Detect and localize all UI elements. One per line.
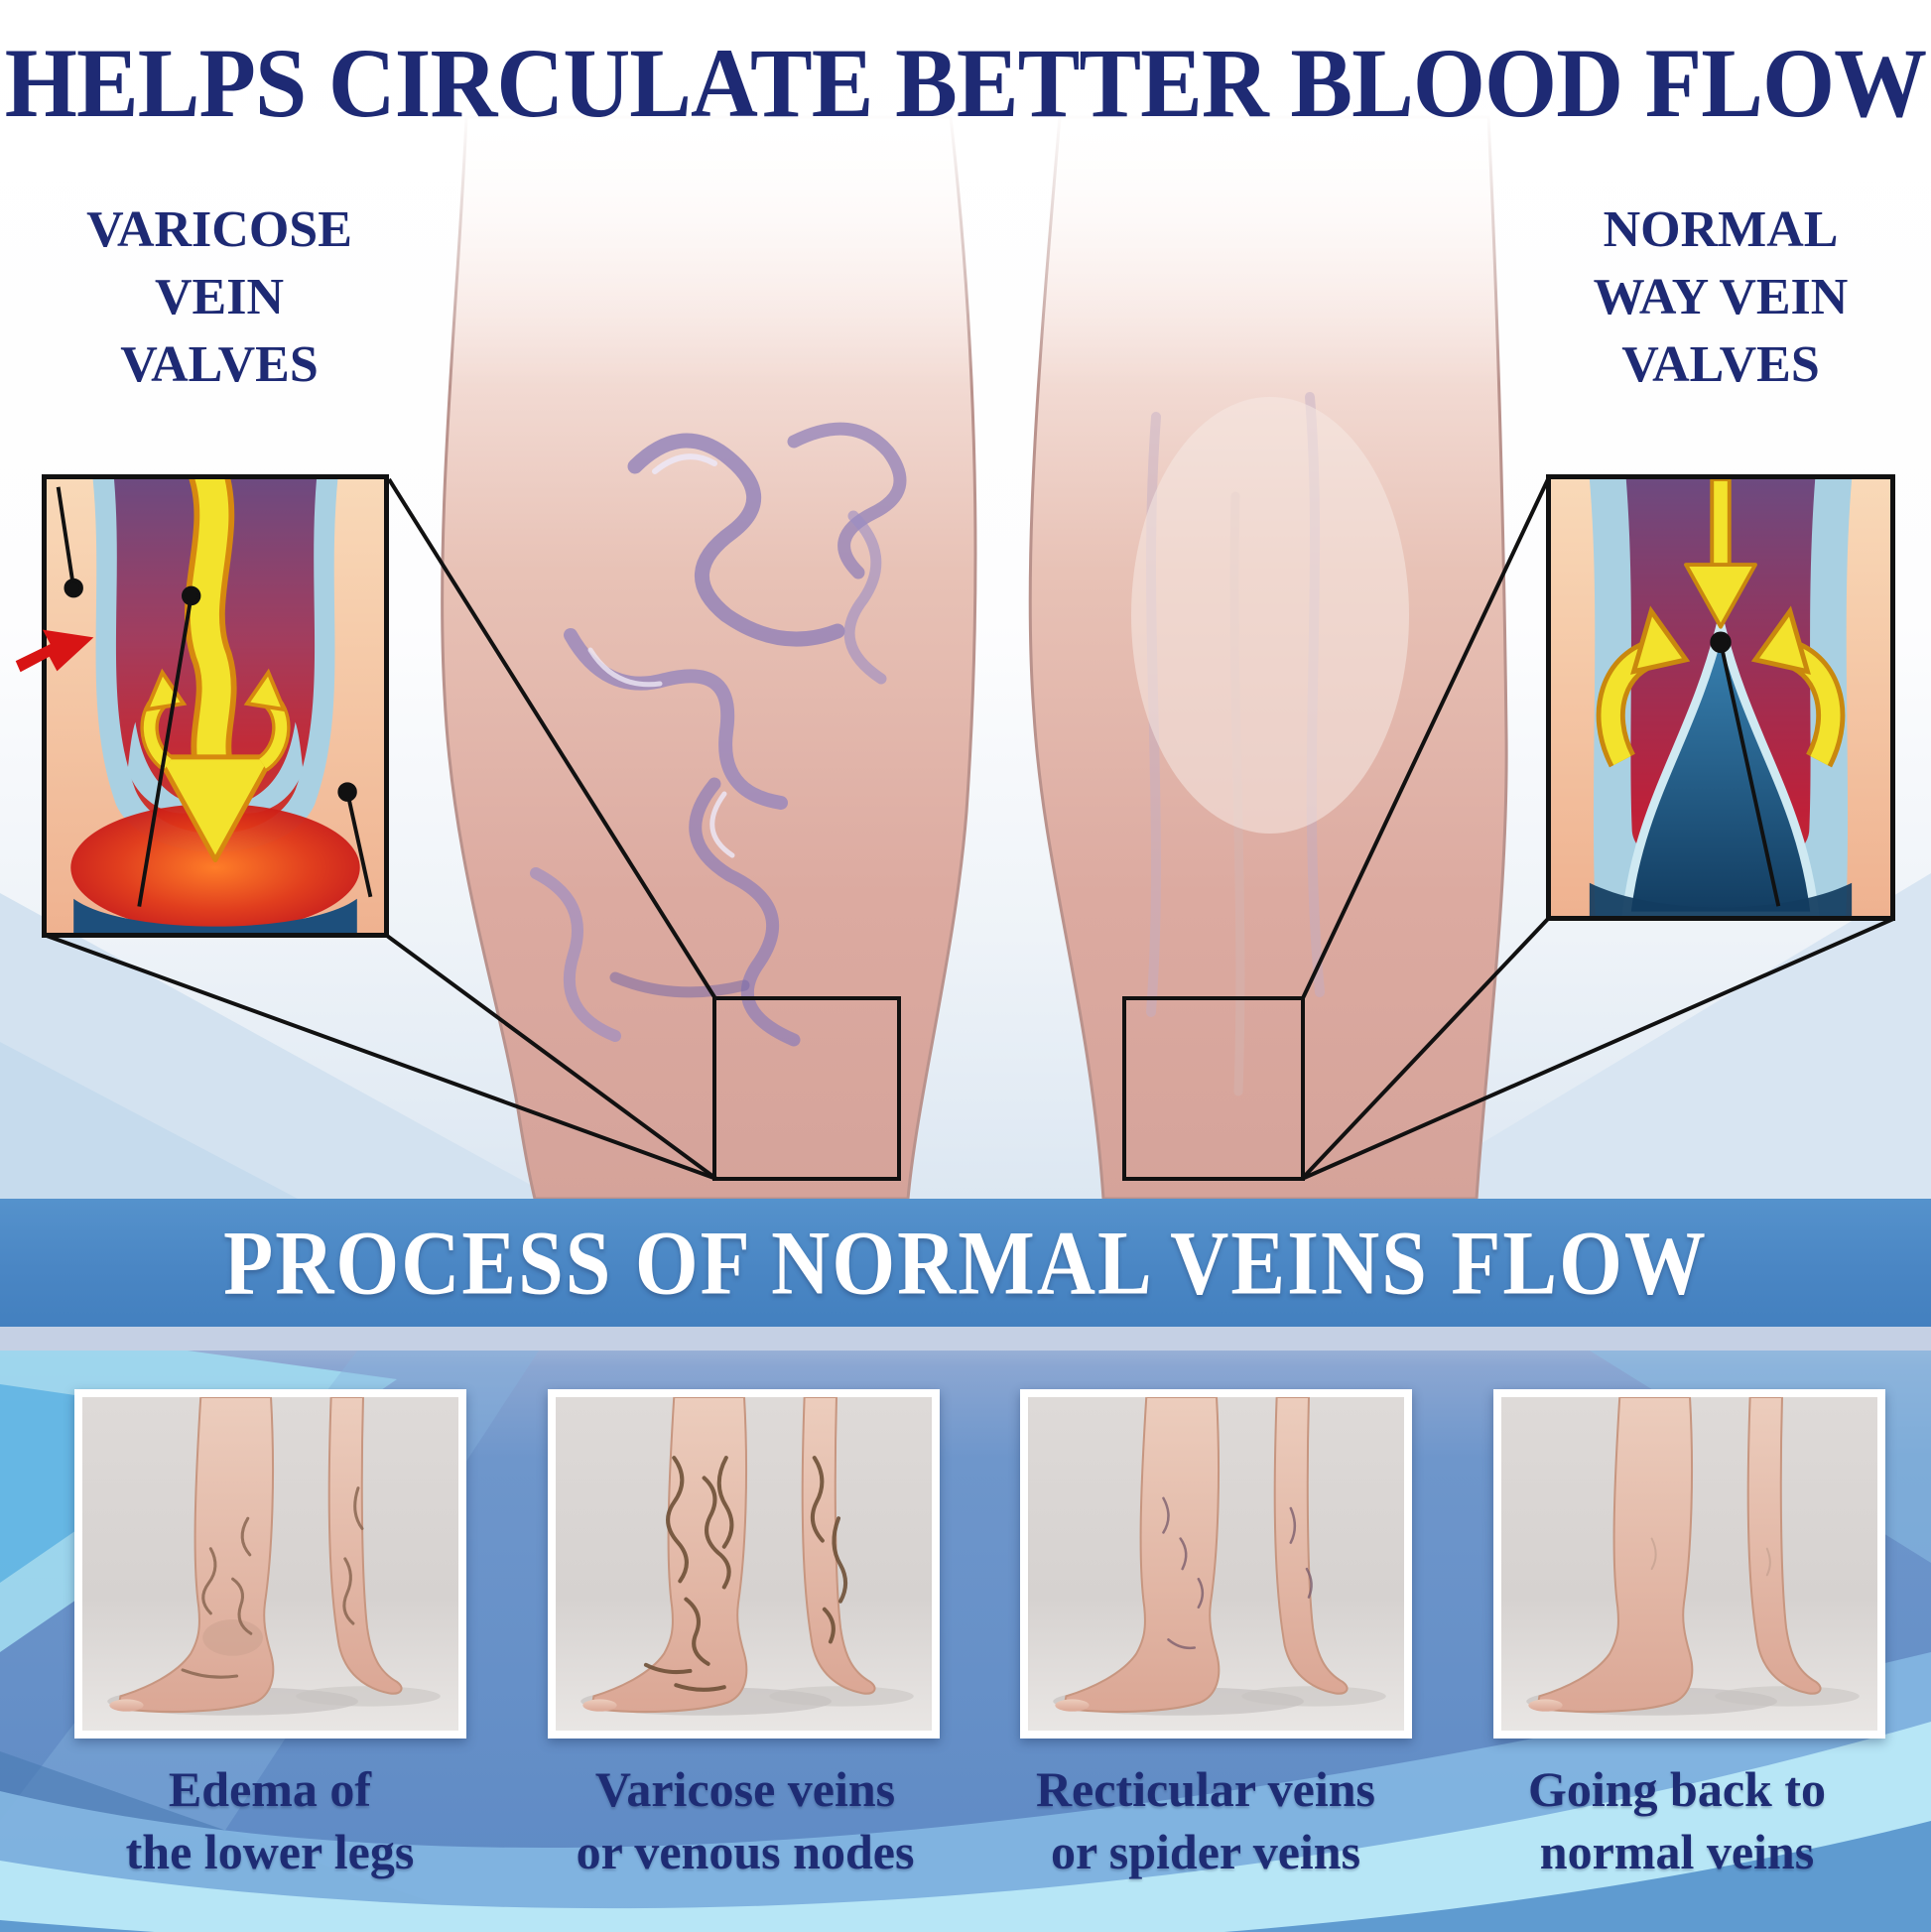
- caption-reticular: Recticular veins or spider veins: [972, 1758, 1439, 1883]
- caption-varicose: Varicose veins or venous nodes: [512, 1758, 978, 1883]
- zoom-connector-lines: [46, 477, 1894, 1181]
- vein-marks: [1162, 1496, 1313, 1650]
- caption-line: Going back to: [1527, 1761, 1827, 1817]
- normal-leg: [1028, 115, 1508, 1199]
- callout-pointers: [56, 486, 373, 907]
- normal-label-line: VALVES: [1621, 336, 1820, 393]
- page-title: HELPS CIRCULATE BETTER BLOOD FLOW: [4, 28, 1927, 138]
- caption-line: Varicose veins: [594, 1761, 896, 1817]
- normal-label-line: NORMAL: [1603, 201, 1839, 258]
- reticular-veins-photo: [1020, 1389, 1412, 1739]
- pooled-blood-glow: [70, 803, 360, 933]
- caption-normal: Going back to normal veins: [1444, 1758, 1910, 1883]
- comparison-section: HELPS CIRCULATE BETTER BLOOD FLOW VARICO…: [0, 0, 1931, 1199]
- banner-divider: [0, 1327, 1931, 1351]
- closed-valve-cone: [1621, 623, 1820, 916]
- varicose-veins-photo: [548, 1389, 940, 1739]
- varicose-valve-diagram: [42, 474, 389, 938]
- varicose-label: VARICOSE VEIN VALVES: [26, 196, 413, 399]
- caption-line: the lower legs: [125, 1824, 415, 1879]
- callout-pointers: [1710, 631, 1781, 907]
- varicose-zoom-square: [712, 996, 901, 1181]
- normal-zoom-square: [1122, 996, 1305, 1181]
- legs-illustration: [0, 109, 1931, 1199]
- reflux-up-arrow-icon: [243, 668, 291, 772]
- normal-label: NORMAL WAY VEIN VALVES: [1526, 196, 1915, 399]
- varicose-label-line: VALVES: [120, 336, 319, 393]
- recirculation-up-arrow-icon: [1596, 605, 1691, 768]
- caption-line: or venous nodes: [576, 1824, 915, 1879]
- caption-line: normal veins: [1539, 1824, 1815, 1879]
- edema-legs-photo: [74, 1389, 466, 1739]
- caption-line: Recticular veins: [1035, 1761, 1376, 1817]
- normal-valve-diagram: [1546, 474, 1895, 921]
- vein-marks: [643, 1456, 848, 1692]
- inflow-down-arrow-icon: [1684, 479, 1757, 629]
- caption-line: or spider veins: [1050, 1824, 1361, 1879]
- process-banner: PROCESS OF NORMAL VEINS FLOW: [0, 1199, 1931, 1327]
- red-arrow-icon: [15, 629, 94, 673]
- caption-line: Edema of: [168, 1761, 372, 1817]
- varicose-label-line: VEIN: [154, 269, 285, 325]
- caption-edema: Edema of the lower legs: [37, 1758, 503, 1883]
- process-banner-title: PROCESS OF NORMAL VEINS FLOW: [223, 1212, 1708, 1314]
- blood-pool: [73, 898, 357, 933]
- backflow-down-arrow-icon: [156, 479, 275, 863]
- failed-valve-cusps: [127, 721, 304, 814]
- normal-veins-photo: [1493, 1389, 1885, 1739]
- recirculation-up-arrow-icon: [1750, 605, 1846, 768]
- process-section: Edema of the lower legs Varicose veins o…: [0, 1325, 1931, 1932]
- vein-marks: [181, 1486, 364, 1679]
- varicose-leg: [441, 115, 977, 1199]
- normal-label-line: WAY VEIN: [1593, 269, 1849, 325]
- vein-marks: [1650, 1537, 1771, 1577]
- varicose-label-line: VARICOSE: [86, 201, 352, 258]
- blood-pool: [1589, 882, 1853, 916]
